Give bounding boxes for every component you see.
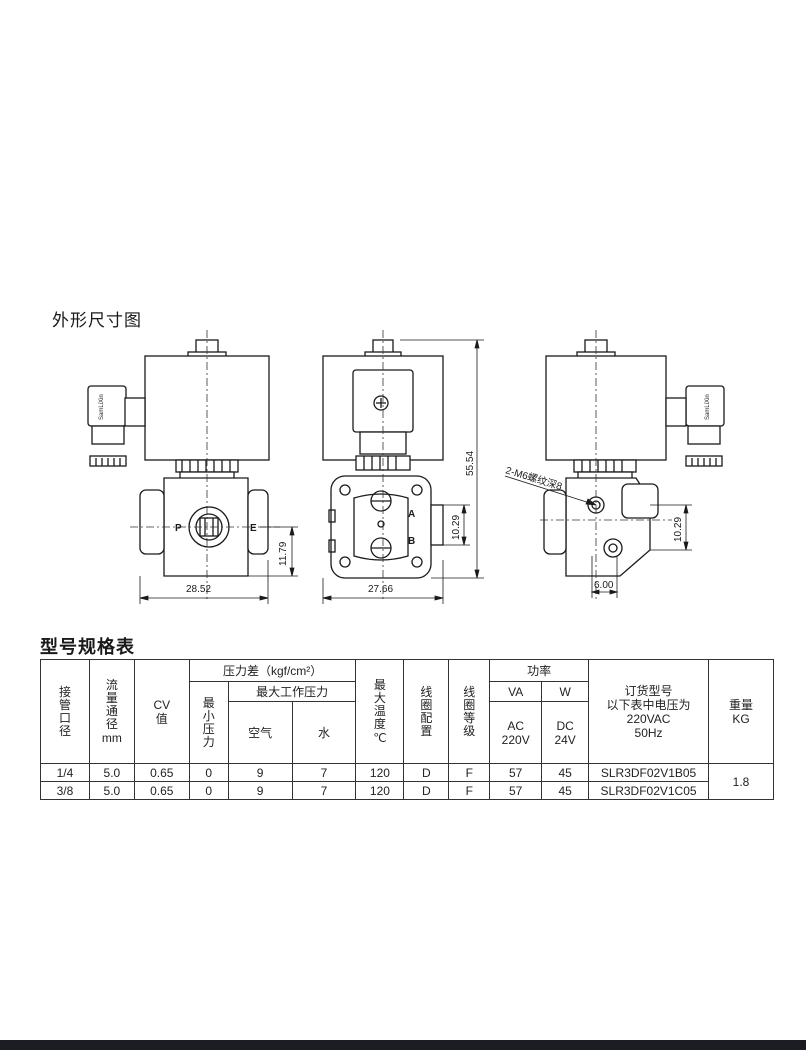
cell-water: 7 (291, 781, 357, 800)
front-view (87, 339, 270, 577)
cell-w: 45 (541, 763, 590, 782)
header-min-pressure: 最小压力 (188, 681, 229, 764)
header-va: VA (489, 681, 543, 702)
cell-cv: 0.65 (133, 763, 190, 782)
cell-va: 57 (489, 781, 543, 800)
cell-min: 0 (188, 781, 229, 800)
header-pressure: 压力差（kgf/cm²） (188, 659, 357, 682)
dim-port-height: 11.79 (278, 541, 289, 566)
port-label-a: A (408, 509, 415, 520)
cell-cv: 0.65 (133, 781, 190, 800)
cell-class: F (448, 781, 491, 800)
header-port: 接管口径 (40, 659, 90, 764)
cell-temp: 120 (355, 781, 405, 800)
header-max-pressure: 最大工作压力 (227, 681, 357, 702)
header-air: 空气 (227, 701, 293, 764)
brand-mark-front: SamLiXin (99, 394, 105, 420)
footer-bar (0, 1040, 806, 1050)
rear-view (543, 339, 725, 577)
cell-temp: 120 (355, 763, 405, 782)
dim-rear-height: 10.29 (673, 517, 684, 542)
thread-note: 2-M6螺纹深8 (504, 463, 564, 493)
table-section-title: 型号规格表 (40, 637, 135, 658)
cell-class: F (448, 763, 491, 782)
cell-min: 0 (188, 763, 229, 782)
header-w: W (541, 681, 590, 702)
cell-water: 7 (291, 763, 357, 782)
header-temp: 最大温度℃ (355, 659, 405, 764)
port-label-p: P (175, 523, 182, 534)
cell-model: SLR3DF02V1B05 (588, 763, 710, 782)
header-power: 功率 (489, 659, 590, 682)
dim-total-height: 55.54 (465, 451, 476, 476)
cell-flow: 5.0 (88, 763, 135, 782)
table-row: 1/4 5.0 0.65 0 9 7 120 D F 57 45 SLR3DF0… (40, 763, 774, 800)
cell-coil: D (403, 763, 450, 782)
cell-port: 3/8 (40, 781, 90, 800)
cell-port: 1/4 (40, 763, 90, 782)
dim-front-width: 28.52 (186, 584, 211, 595)
cell-air: 9 (227, 781, 293, 800)
header-coil: 线圈配置 (403, 659, 450, 764)
brand-mark-rear: SamLiXin (705, 394, 711, 420)
dim-side-height: 10.29 (451, 515, 462, 540)
cell-air: 9 (227, 763, 293, 782)
cell-coil: D (403, 781, 450, 800)
table-row: 3/8 5.0 0.65 0 9 7 120 D F 57 45 SLR3DF0… (40, 781, 774, 800)
dimension-drawing: 28.52 11.79 27.66 55.54 10.29 10.29 6.00… (87, 330, 725, 604)
cell-model: SLR3DF02V1C05 (588, 781, 710, 800)
drawing-section-title: 外形尺寸图 (52, 311, 142, 331)
header-class: 线圈等级 (448, 659, 491, 764)
cell-va: 57 (489, 763, 543, 782)
cell-weight: 1.8 (708, 763, 774, 800)
port-label-b: B (408, 536, 415, 547)
cell-w: 45 (541, 781, 590, 800)
cell-flow: 5.0 (88, 781, 135, 800)
header-water: 水 (291, 701, 357, 764)
dim-side-width: 27.66 (368, 584, 393, 595)
port-label-e: E (250, 523, 257, 534)
dim-rear-offset: 6.00 (594, 580, 614, 591)
